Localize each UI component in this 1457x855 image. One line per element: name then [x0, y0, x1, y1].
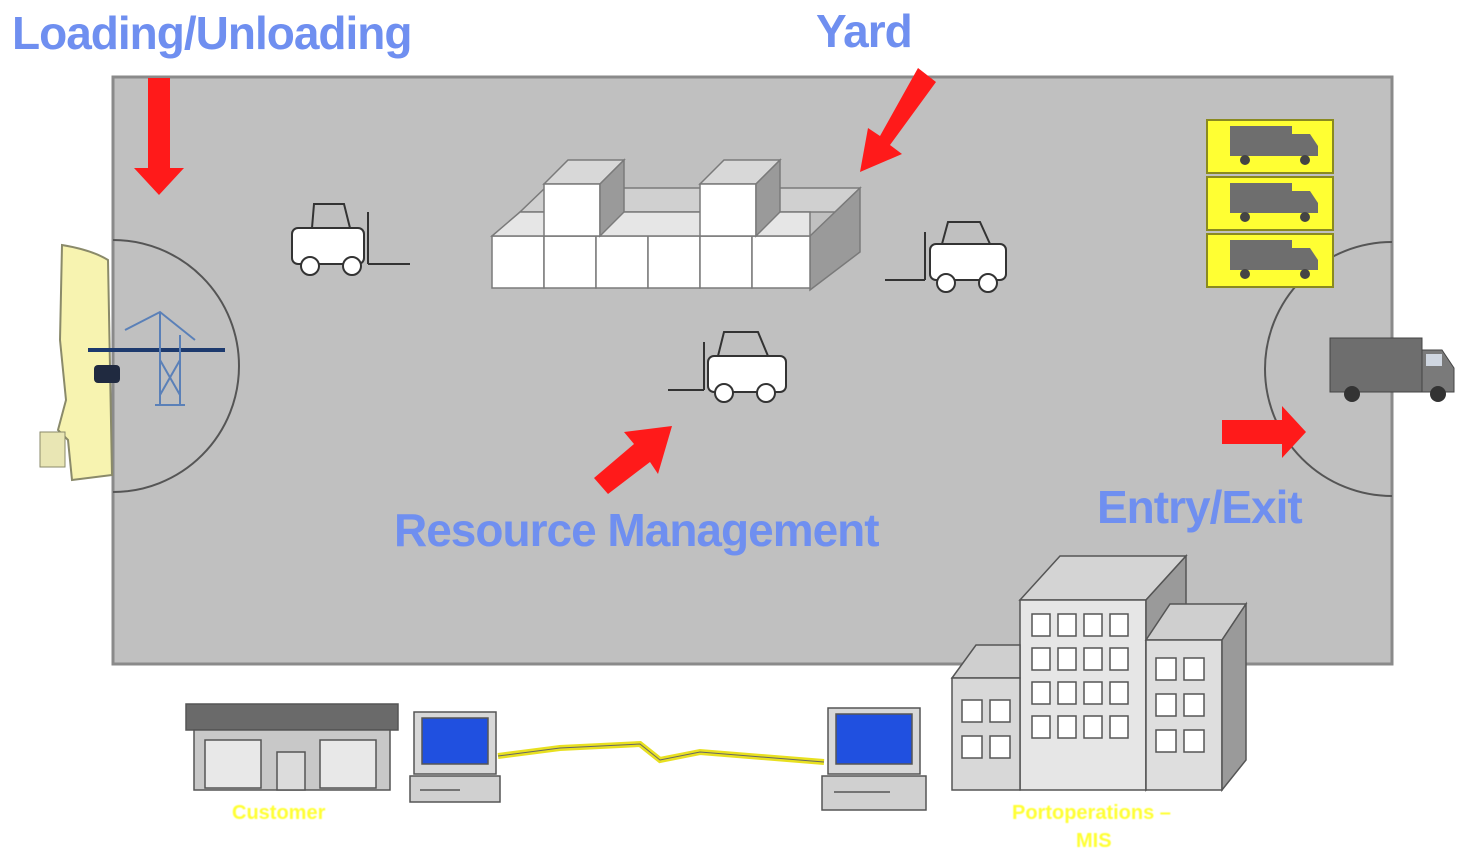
- truck-bay: [1206, 176, 1334, 231]
- lightning-link-icon: [497, 740, 825, 765]
- container-stack-icon: [489, 158, 862, 292]
- mis-label: MIS: [1076, 830, 1112, 852]
- office-building-icon: [950, 554, 1248, 793]
- forklift-icon: [885, 221, 1007, 293]
- truck-icon: [1329, 337, 1455, 402]
- forklift-icon: [668, 331, 787, 403]
- yard-label: Yard: [816, 5, 913, 57]
- resource-management-label: Resource Management: [394, 504, 880, 556]
- port-operations-label: Portoperations –: [1012, 802, 1171, 824]
- truck-bay: [1206, 119, 1334, 174]
- truck-bay: [1206, 233, 1334, 288]
- customer-label: Customer: [232, 802, 326, 824]
- arrow-icon: [860, 68, 936, 172]
- ship-icon: [39, 243, 120, 482]
- arrow-icon: [1222, 406, 1306, 458]
- berth-semicircle: [112, 239, 240, 493]
- arrow-icon: [134, 78, 184, 195]
- computer-icon: [821, 707, 927, 811]
- forklift-icon: [291, 203, 410, 276]
- entry-exit-label: Entry/Exit: [1097, 481, 1303, 533]
- computer-icon: [409, 711, 501, 803]
- arrow-icon: [594, 426, 672, 494]
- customer-building-icon: [185, 703, 399, 791]
- crane-icon: [88, 310, 225, 406]
- loading-unloading-label: Loading/Unloading: [12, 7, 412, 59]
